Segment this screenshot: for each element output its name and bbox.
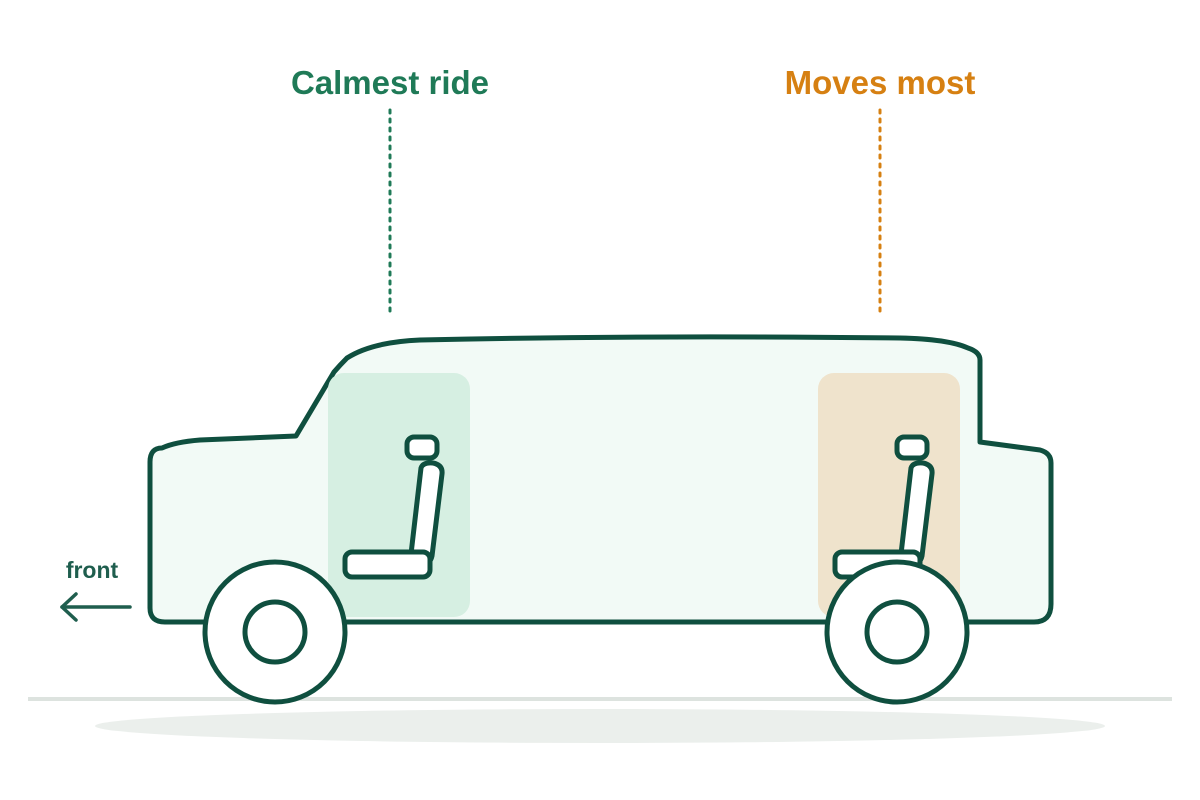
- front-label: front: [65, 557, 119, 583]
- moves-most-label: Moves most: [784, 64, 976, 101]
- calm-zone: [328, 373, 470, 617]
- seat-headrest: [404, 434, 440, 461]
- front-wheel: [202, 559, 348, 705]
- arrow-left-icon: [60, 592, 132, 622]
- rear-wheel: [824, 559, 970, 705]
- seat-headrest: [894, 434, 930, 461]
- seat-cushion: [342, 549, 433, 580]
- rear-wheel-hub: [864, 599, 930, 665]
- ground-shadow: [95, 709, 1105, 743]
- front-wheel-hub: [242, 599, 308, 665]
- calmest-ride-label: Calmest ride: [290, 64, 490, 101]
- car-seat-icon: [342, 434, 445, 580]
